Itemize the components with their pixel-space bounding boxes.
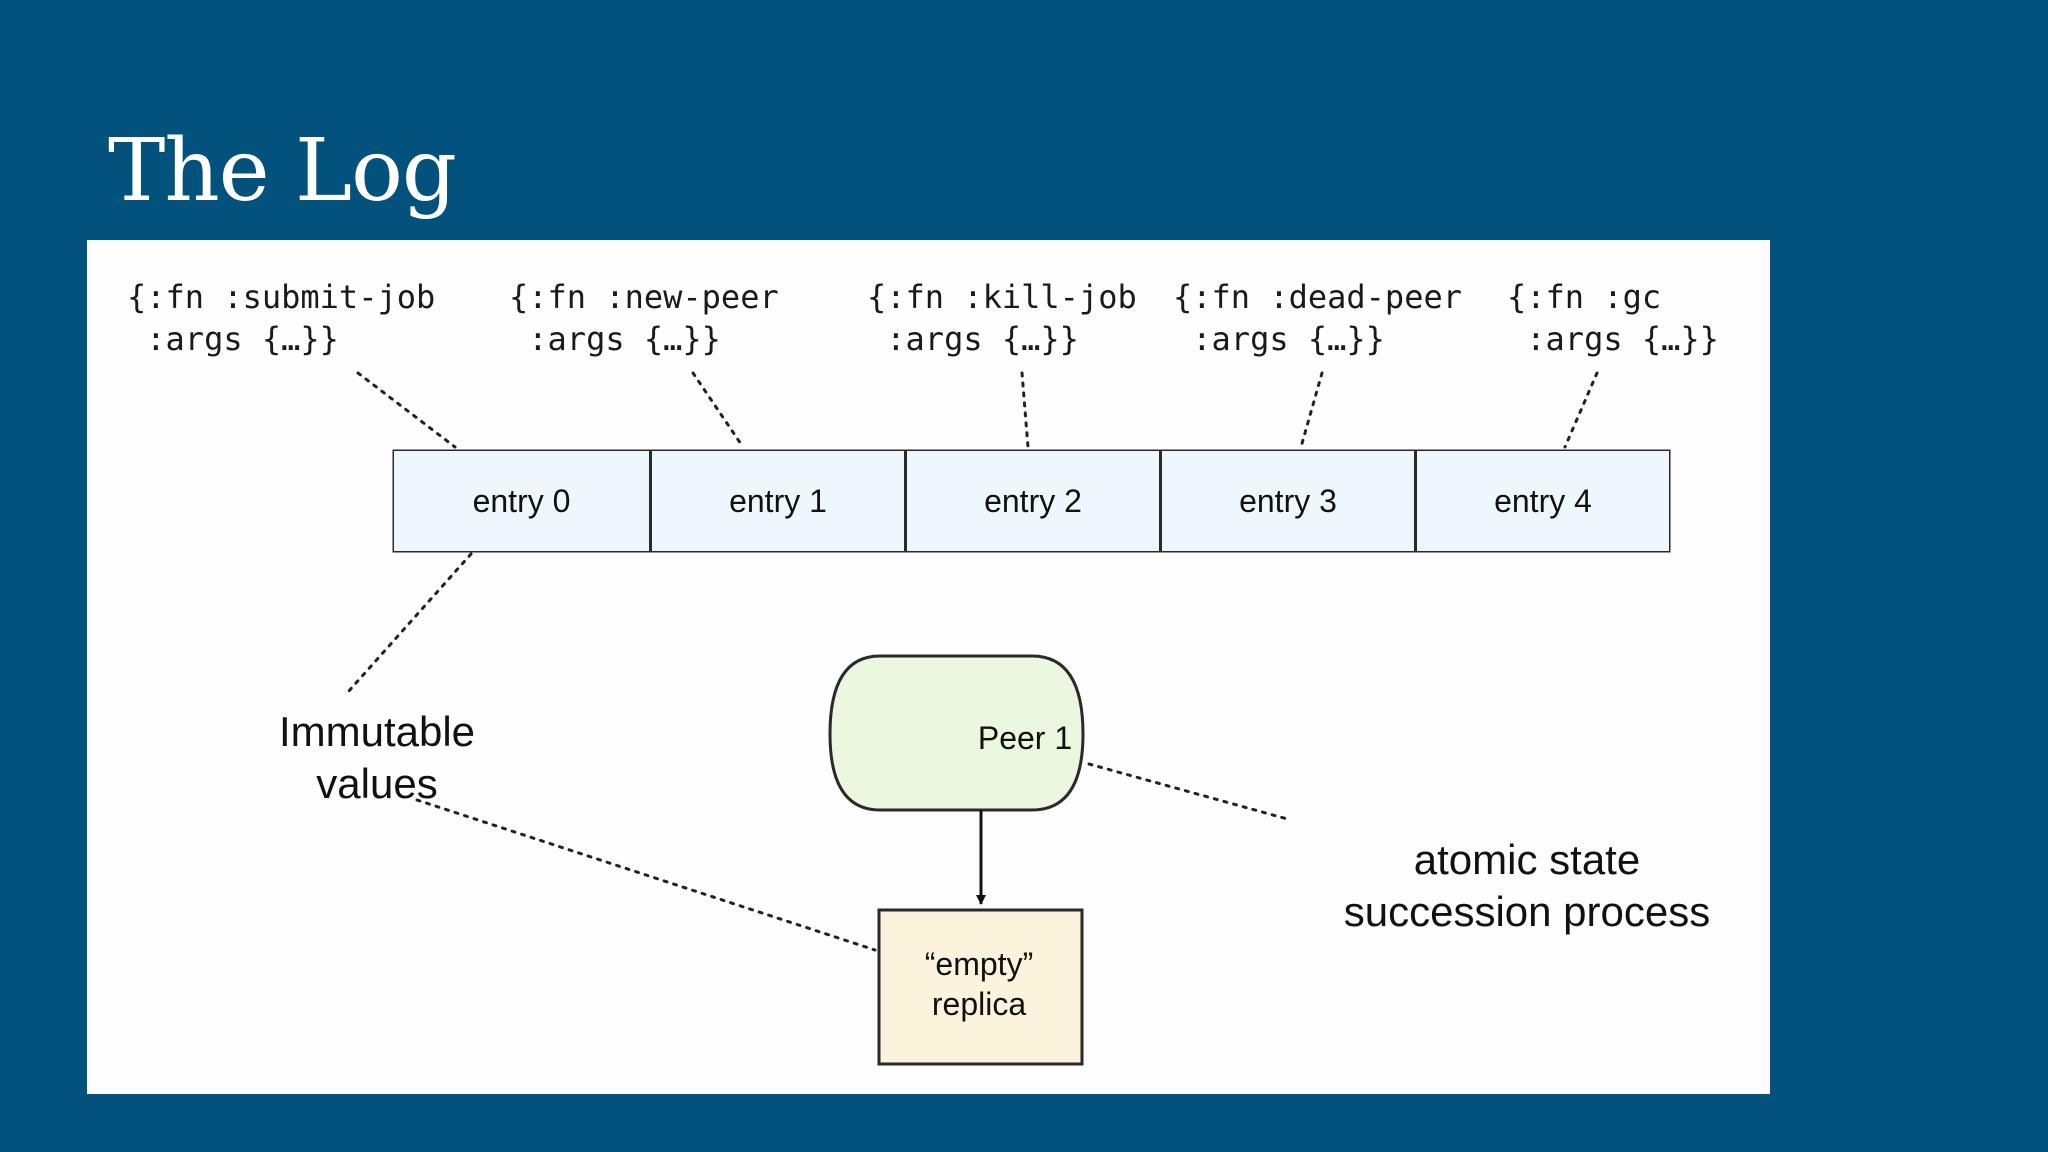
log-entry-4-label: entry 4 bbox=[1494, 482, 1592, 519]
log-entry-1-code: {:fn :new-peer :args {…}} bbox=[509, 278, 779, 358]
log-entry-2-code: {:fn :kill-job :args {…}} bbox=[867, 278, 1137, 358]
replica-node-shape bbox=[877, 908, 1084, 1066]
log-entry-1-label: entry 1 bbox=[729, 482, 827, 519]
dotted-leader-entry-3 bbox=[1299, 371, 1324, 449]
dotted-leader-entry-1 bbox=[691, 371, 745, 449]
dotted-leader-replica bbox=[415, 798, 877, 952]
log-entry-4-code: {:fn :gc :args {…}} bbox=[1507, 278, 1719, 358]
log-entry-0-code: {:fn :submit-job :args {…}} bbox=[127, 278, 436, 358]
log-entry-3-code: {:fn :dead-peer :args {…}} bbox=[1173, 278, 1462, 358]
log-entry-2: entry 2 bbox=[904, 451, 1159, 551]
dotted-leader-entry-4 bbox=[1563, 371, 1599, 449]
log-entry-3: entry 3 bbox=[1159, 451, 1414, 551]
log-entry-1: entry 1 bbox=[649, 451, 904, 551]
log-entry-3-label: entry 3 bbox=[1239, 482, 1337, 519]
dotted-leader-immutable bbox=[346, 552, 473, 694]
peer-node-shape bbox=[828, 654, 1085, 812]
log-entry-4: entry 4 bbox=[1414, 451, 1669, 551]
atomic-state-label: atomic state succession process bbox=[1343, 836, 1711, 935]
immutable-values-label: Immutable values bbox=[278, 708, 476, 807]
dotted-leader-atomic bbox=[1087, 762, 1293, 822]
log-entry-0-label: entry 0 bbox=[472, 482, 571, 519]
log-entry-0: entry 0 bbox=[394, 451, 649, 551]
diagram-panel: {:fn :submit-job :args {…}} {:fn :new-pe… bbox=[87, 240, 1770, 1094]
slide-title: The Log bbox=[108, 121, 457, 221]
dotted-leader-entry-0 bbox=[356, 371, 457, 449]
peer-node-label: Peer 1 bbox=[977, 719, 1073, 756]
dotted-leader-entry-2 bbox=[1020, 371, 1030, 449]
log-entry-2-label: entry 2 bbox=[984, 482, 1082, 519]
replica-node-label: “empty” replica bbox=[924, 946, 1034, 1022]
